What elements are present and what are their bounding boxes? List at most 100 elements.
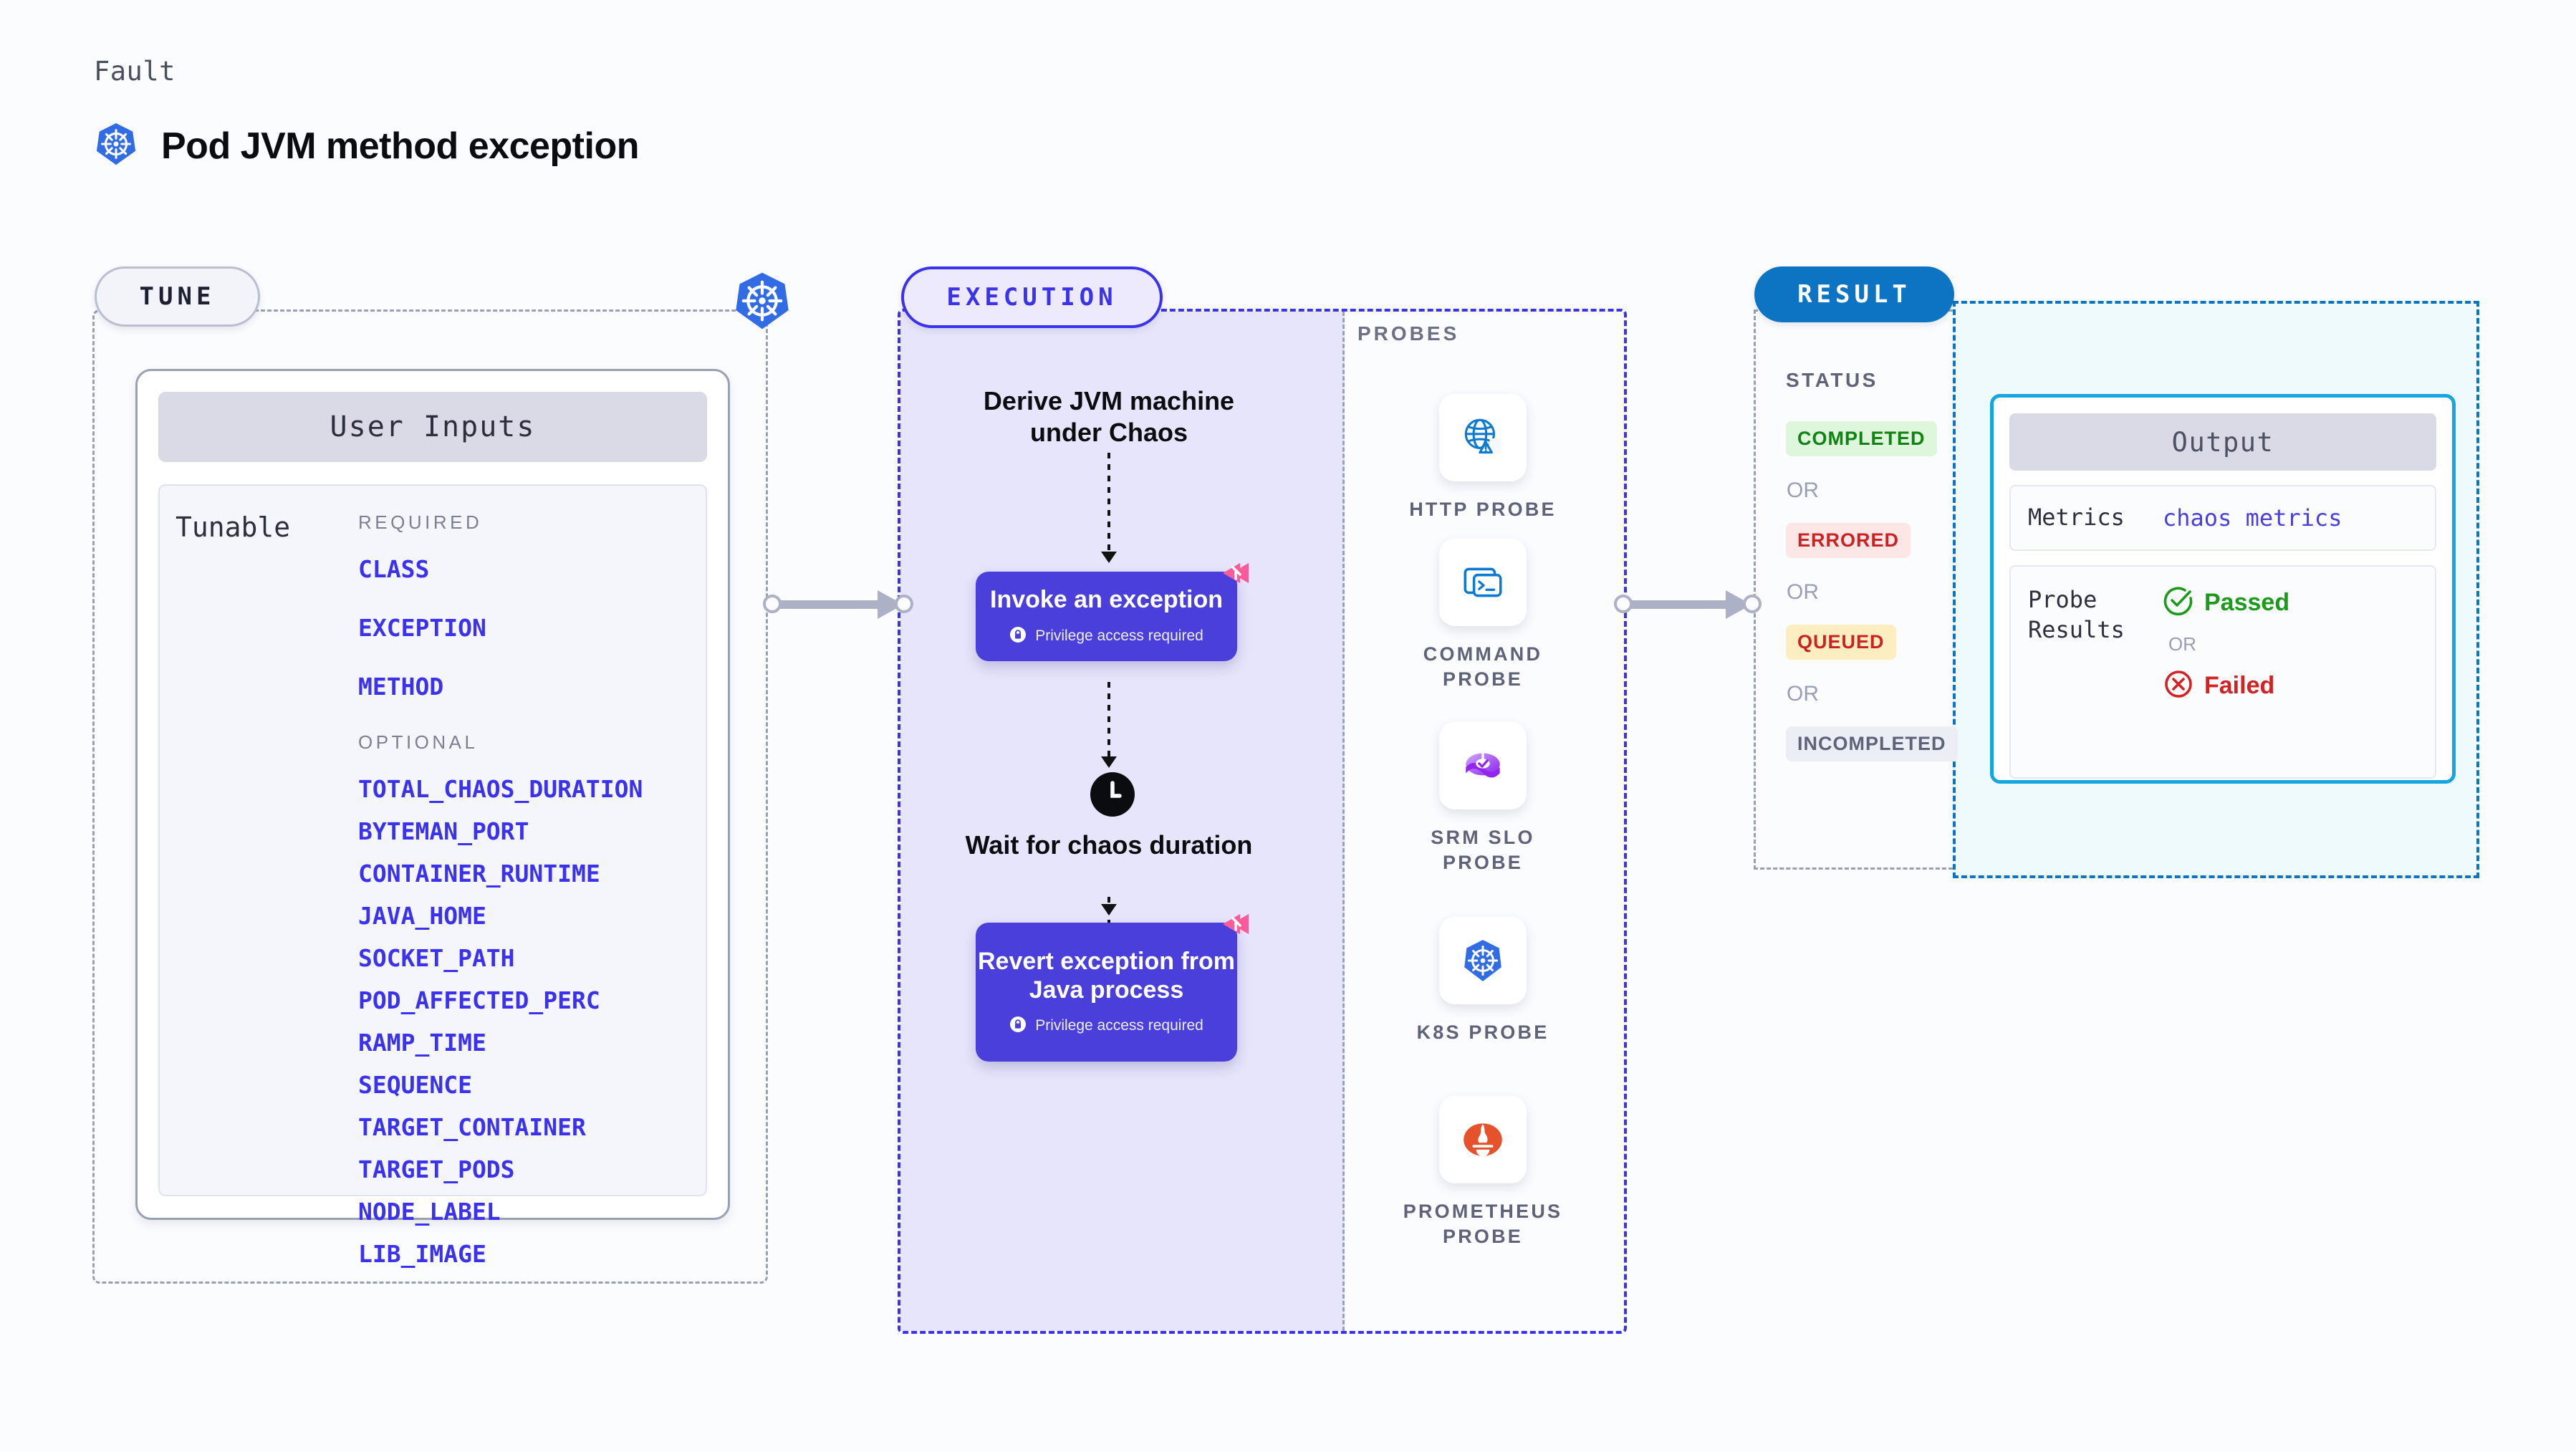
privilege-text: Privilege access required [1035, 1017, 1203, 1034]
x-circle-icon [2163, 668, 2194, 703]
kubernetes-icon [732, 271, 792, 331]
execution-box-invoke-exception[interactable]: Invoke an exception Privilege access req… [976, 563, 1249, 661]
probe-passed-label: Passed [2204, 589, 2290, 616]
probe-item[interactable]: COMMAND PROBE [1393, 539, 1572, 692]
stage-badge-result[interactable]: RESULT [1754, 266, 1954, 322]
lock-icon [1009, 626, 1027, 647]
status-label: STATUS [1786, 369, 1878, 391]
probe-label: PROMETHEUS PROBE [1403, 1201, 1563, 1248]
output-card: Output Metrics chaos metrics Probe Resul… [1990, 394, 2456, 784]
tunable-label: Tunable [176, 511, 291, 543]
execution-step-derive: Derive JVM machine under Chaos [983, 386, 1235, 447]
clock-icon [1090, 772, 1135, 817]
execution-box-title: Invoke an exception [990, 586, 1223, 614]
required-heading: REQUIRED [358, 511, 483, 533]
user-inputs-card: User Inputs Tunable REQUIRED CLASS EXCEP… [135, 369, 730, 1268]
probe-label: SRM SLO PROBE [1431, 827, 1535, 874]
stage-badge-execution[interactable]: EXECUTION [901, 266, 1163, 328]
output-metrics-row: Metrics chaos metrics [2009, 485, 2436, 551]
probe-results-values: Passed OR Failed [2163, 585, 2289, 703]
result-status-column [1754, 309, 1953, 870]
probe-item[interactable]: SRM SLO PROBE [1393, 722, 1572, 875]
flow-arrow-line [1107, 453, 1110, 553]
status-badge: COMPLETED [1786, 421, 1937, 456]
connector-probes-to-result [1614, 590, 1762, 619]
probe-result-failed: Failed [2163, 668, 2289, 703]
output-probe-results-row: Probe Results Passed OR [2009, 565, 2436, 779]
param-item[interactable]: RAMP_TIME [358, 1029, 486, 1057]
probes-label: PROBES [1357, 322, 1460, 345]
output-metrics-value[interactable]: chaos metrics [2163, 504, 2342, 532]
connector-endpoint [1743, 595, 1762, 613]
prometheus-icon [1439, 1096, 1527, 1183]
connector-endpoint [763, 595, 782, 613]
probe-label: HTTP PROBE [1409, 499, 1557, 520]
probe-result-passed: Passed [2163, 585, 2289, 620]
param-item[interactable]: POD_AFFECTED_PERC [358, 986, 600, 1014]
status-badge: QUEUED [1786, 625, 1896, 660]
flow-arrow-head [1101, 552, 1117, 563]
param-item[interactable]: JAVA_HOME [358, 902, 486, 930]
user-inputs-title: User Inputs [158, 392, 707, 462]
privilege-text: Privilege access required [1035, 628, 1203, 645]
flow-arrow-head [1101, 756, 1117, 768]
execution-column [900, 312, 1345, 1331]
tune-panel: User Inputs Tunable REQUIRED CLASS EXCEP… [92, 309, 768, 1284]
param-item[interactable]: LIB_IMAGE [358, 1240, 486, 1268]
required-param-list: CLASS EXCEPTION METHOD [358, 555, 706, 701]
connector-tune-to-execution [763, 590, 913, 619]
or-separator: OR [1787, 580, 1819, 604]
output-probe-results-key: Probe Results [2028, 586, 2125, 643]
page-title: Pod JVM method exception [161, 125, 639, 167]
check-circle-icon [2163, 585, 2194, 620]
harness-icon [1219, 556, 1253, 590]
privilege-row: Privilege access required [1009, 1016, 1203, 1037]
param-item[interactable]: SOCKET_PATH [358, 944, 515, 972]
connector-endpoint [1614, 595, 1633, 613]
probe-label: K8S PROBE [1416, 1021, 1549, 1043]
srm-slo-icon [1439, 722, 1527, 809]
param-item[interactable]: NODE_LABEL [358, 1198, 501, 1226]
or-separator: OR [2168, 633, 2196, 655]
optional-heading: OPTIONAL [358, 731, 479, 753]
flow-arrow-line [1107, 682, 1110, 761]
param-item[interactable]: TARGET_CONTAINER [358, 1113, 586, 1141]
harness-icon [1219, 907, 1253, 941]
kubernetes-icon [94, 122, 138, 170]
probe-failed-label: Failed [2204, 672, 2275, 699]
tunable-param-lists: REQUIRED CLASS EXCEPTION METHOD OPTIONAL… [358, 511, 706, 1268]
param-item[interactable]: CLASS [358, 555, 430, 583]
execution-box-title: Revert exception from Java process [978, 948, 1235, 1004]
flow-arrow-head [1101, 904, 1117, 915]
optional-param-list: TOTAL_CHAOS_DURATION BYTEMAN_PORT CONTAI… [358, 775, 706, 1268]
execution-box-revert-exception[interactable]: Revert exception from Java process Privi… [976, 914, 1249, 1062]
status-badge: INCOMPLETED [1786, 726, 1958, 761]
privilege-row: Privilege access required [1009, 626, 1203, 647]
status-badge: ERRORED [1786, 523, 1911, 558]
param-item[interactable]: EXCEPTION [358, 614, 486, 642]
page-title-row: Pod JVM method exception [94, 122, 639, 170]
probe-item[interactable]: K8S PROBE [1393, 917, 1572, 1045]
param-item[interactable]: BYTEMAN_PORT [358, 817, 529, 845]
connector-endpoint [895, 595, 913, 613]
param-item[interactable]: SEQUENCE [358, 1071, 472, 1099]
probe-item[interactable]: PROMETHEUS PROBE [1393, 1096, 1572, 1249]
globe-warning-icon [1439, 394, 1527, 481]
output-metrics-key: Metrics [2028, 504, 2125, 532]
probe-item[interactable]: HTTP PROBE [1393, 394, 1572, 522]
param-item[interactable]: METHOD [358, 673, 444, 701]
execution-step-wait: Wait for chaos duration [965, 830, 1253, 860]
or-separator: OR [1787, 479, 1819, 502]
kubernetes-icon [1439, 917, 1527, 1004]
lock-icon [1009, 1016, 1027, 1037]
stage-badge-tune[interactable]: TUNE [95, 266, 260, 327]
or-separator: OR [1787, 682, 1819, 706]
probe-label: COMMAND PROBE [1423, 643, 1543, 691]
terminal-icon [1439, 539, 1527, 626]
param-item[interactable]: CONTAINER_RUNTIME [358, 860, 600, 888]
fault-kicker: Fault [94, 56, 176, 87]
param-item[interactable]: TARGET_PODS [358, 1155, 515, 1183]
tunable-body: Tunable REQUIRED CLASS EXCEPTION METHOD … [158, 484, 707, 1268]
param-item[interactable]: TOTAL_CHAOS_DURATION [358, 775, 643, 803]
output-title: Output [2009, 413, 2436, 471]
